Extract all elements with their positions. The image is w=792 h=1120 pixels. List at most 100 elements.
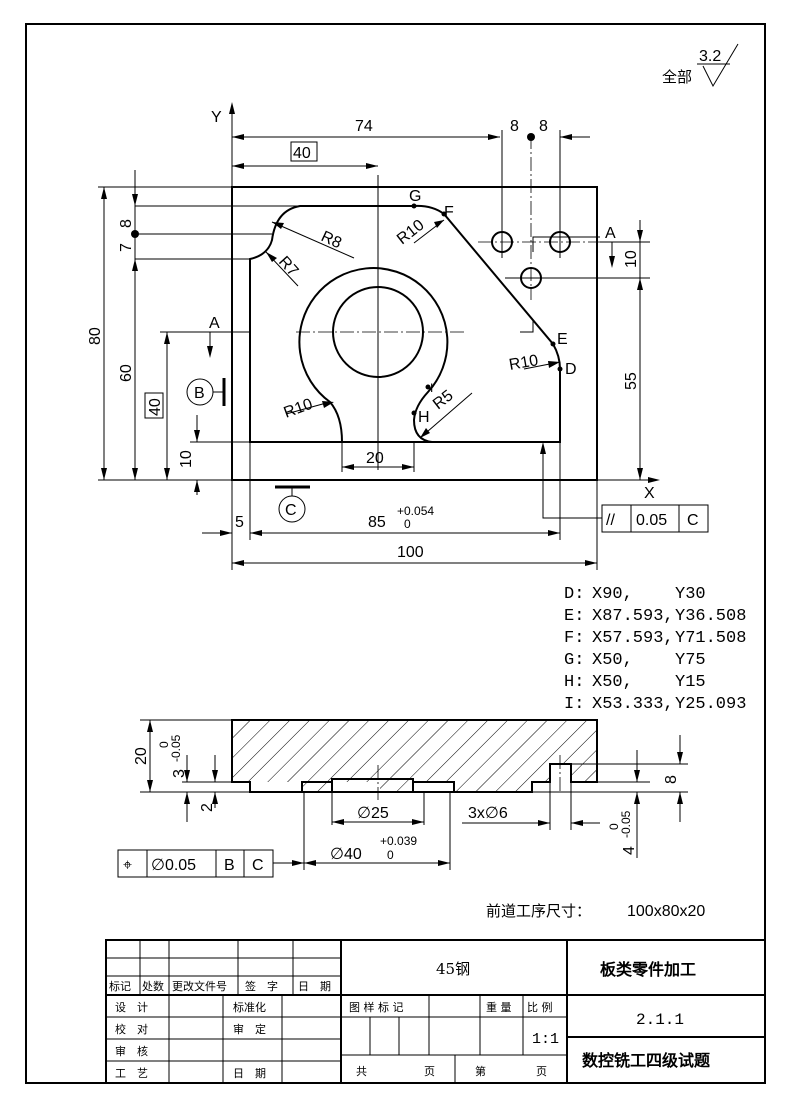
part-name: 板类零件加工	[600, 960, 696, 979]
dim-40-top: 40	[293, 145, 311, 162]
drawing-code: 2.1.1	[636, 1011, 684, 1029]
datum-c: C	[285, 502, 297, 519]
prior-size-label: 前道工序尺寸：	[486, 902, 591, 920]
dim-10-right: 10	[623, 250, 640, 268]
drawing-frame	[25, 23, 766, 1084]
parallel-datum: C	[687, 512, 699, 529]
svg-text:签 字: 签 字	[245, 979, 278, 993]
radius-r10-gf: R10	[394, 217, 428, 249]
dim-5: 5	[235, 514, 244, 531]
roughness-value: 3.2	[699, 48, 721, 65]
svg-text:标记: 标记	[109, 979, 131, 993]
sec-dim-4: 4	[621, 846, 638, 855]
svg-text:设 计: 设 计	[115, 1001, 148, 1014]
parallel-symbol: //	[606, 512, 615, 529]
position-symbol: ⌖	[123, 857, 132, 874]
ring-pocket	[298, 267, 449, 443]
sec-dim-d25: ∅25	[357, 805, 389, 822]
svg-text:页: 页	[424, 1065, 435, 1078]
dim-8a: 8	[510, 118, 519, 135]
dim-10-left: 10	[178, 450, 195, 468]
svg-text:E:X87.593,Y36.508: E:X87.593,Y36.508	[564, 607, 746, 626]
svg-text:日 期: 日 期	[233, 1067, 266, 1080]
section-a-left: A	[209, 315, 220, 332]
roughness-symbol: 3.2 全部	[662, 43, 739, 88]
point-f: F	[444, 204, 454, 221]
point-d: D	[565, 361, 577, 378]
sec-dim-d40: ∅40	[330, 846, 362, 863]
svg-text:处数: 处数	[142, 980, 164, 993]
x-axis-label: X	[644, 485, 655, 502]
sec-dim-3: 3	[171, 769, 188, 778]
title-block: 标记 处数 更改文件号 签 字 日 期 设 计 校 对 审 核 工 艺 标准化 …	[105, 939, 766, 1084]
sec-dim-4-lower: -0.05	[619, 810, 633, 838]
radius-r7: R7	[275, 253, 301, 280]
svg-text:图 样 标 记: 图 样 标 记	[349, 1000, 404, 1014]
svg-text:H:X50,Y15: H:X50,Y15	[564, 673, 706, 692]
exam-title: 数控铣工四级试题	[582, 1051, 711, 1070]
section-a-right: A	[605, 225, 616, 242]
svg-text:重 量: 重 量	[486, 1000, 512, 1014]
svg-text:审 核: 审 核	[115, 1044, 148, 1058]
position-datum-c: C	[252, 857, 264, 874]
svg-text:G:X50,Y75: G:X50,Y75	[564, 651, 706, 670]
point-e: E	[557, 331, 568, 348]
dim-60: 60	[118, 364, 135, 382]
position-tolerance: ∅0.05	[151, 857, 196, 874]
dim-8-left: 8	[118, 219, 135, 228]
svg-text:比 例: 比 例	[527, 1000, 553, 1014]
dim-85: 85	[368, 514, 386, 531]
dim-7: 7	[118, 243, 135, 252]
point-i: I	[430, 381, 433, 395]
svg-text:共: 共	[356, 1065, 367, 1078]
stock-outline	[231, 186, 598, 481]
sec-dim-holes: 3x∅6	[468, 805, 508, 822]
svg-text:I:X53.333,Y25.093: I:X53.333,Y25.093	[564, 695, 746, 714]
dim-55: 55	[623, 372, 640, 390]
parallel-tolerance: 0.05	[636, 512, 667, 529]
position-datum-b: B	[224, 857, 235, 874]
section-view: 20 3 0 -0.05 2 ∅25 ∅40 +0.039 0	[117, 719, 688, 878]
sec-dim-3-lower: -0.05	[169, 734, 183, 762]
coordinate-list: D:X90,Y30 E:X87.593,Y36.508 F:X57.593,Y7…	[564, 585, 746, 714]
prior-size-value: 100x80x20	[627, 903, 705, 920]
dim-8b: 8	[539, 118, 548, 135]
roughness-prefix: 全部	[662, 68, 692, 86]
svg-text:工 艺: 工 艺	[115, 1067, 148, 1080]
svg-text:第: 第	[475, 1064, 486, 1078]
sec-dim-2: 2	[199, 803, 216, 812]
radius-r8: R8	[318, 228, 344, 252]
svg-text:更改文件号: 更改文件号	[172, 979, 227, 993]
scale-value: 1:1	[532, 1031, 559, 1048]
dim-85-lower: 0	[404, 517, 411, 531]
y-axis-label: Y	[211, 109, 222, 126]
radius-r10-left: R10	[282, 396, 315, 422]
svg-text:D:X90,Y30: D:X90,Y30	[564, 585, 706, 604]
plan-view: Y X 74 8 8	[87, 102, 709, 570]
svg-text:标准化: 标准化	[233, 1000, 266, 1014]
dim-100: 100	[397, 544, 424, 561]
sec-dim-4-upper: 0	[607, 823, 621, 830]
sec-dim-8: 8	[663, 775, 680, 784]
sec-dim-3-upper: 0	[157, 741, 171, 748]
svg-text:F:X57.593,Y71.508: F:X57.593,Y71.508	[564, 629, 746, 648]
svg-text:校 对: 校 对	[115, 1022, 148, 1036]
point-g: G	[409, 188, 421, 205]
dim-74: 74	[355, 118, 373, 135]
sec-dim-d40-lower: 0	[387, 848, 394, 862]
point-h: H	[418, 409, 430, 426]
dim-40-left: 40	[147, 398, 164, 416]
parallelism-frame: // 0.05 C	[601, 504, 709, 533]
datum-b: B	[194, 385, 205, 402]
sec-dim-20: 20	[133, 747, 150, 765]
svg-text:日 期: 日 期	[298, 980, 331, 993]
svg-text:审 定: 审 定	[233, 1022, 266, 1036]
dim-85-upper: +0.054	[397, 504, 434, 518]
radius-r10-de: R10	[508, 352, 540, 374]
sec-dim-d40-upper: +0.039	[380, 834, 417, 848]
position-tolerance-frame: ⌖ ∅0.05 B C	[117, 849, 274, 878]
svg-text:页: 页	[536, 1065, 547, 1078]
material: 45钢	[436, 960, 470, 978]
dim-80: 80	[87, 327, 104, 345]
